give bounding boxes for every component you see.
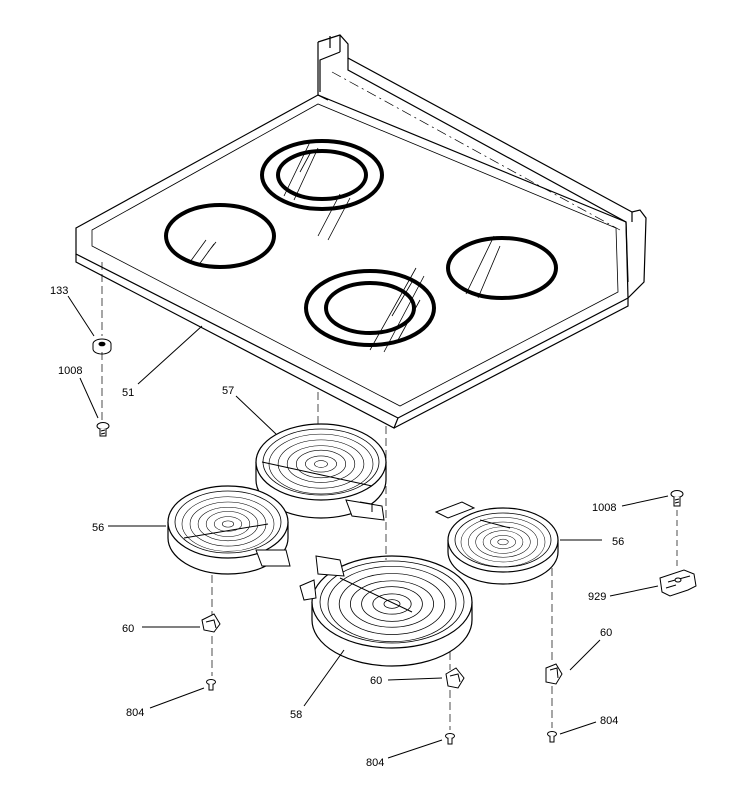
callout-1008-left: 1008 [58,365,82,377]
part-60-clip-right [545,663,563,685]
callout-56-left: 56 [92,522,104,534]
part-804-screw-center [445,733,455,745]
part-804-screw-right [547,731,557,743]
burner-56-left-element [167,485,291,575]
burner-56-right-element [434,501,559,585]
callout-804-left: 804 [126,707,144,719]
callout-60-right: 60 [600,627,612,639]
callout-58: 58 [290,709,302,721]
callout-56-right: 56 [612,536,624,548]
ring-left-rear [164,203,276,269]
burner-58-element [299,555,473,667]
callout-804-center: 804 [366,757,384,769]
callout-60-left: 60 [122,623,134,635]
callout-60-center: 60 [370,675,382,687]
callout-57: 57 [222,385,234,397]
callout-804-right: 804 [600,715,618,727]
part-804-screw-left [206,679,216,691]
ring-center-front-outer [304,269,436,347]
part-60-clip-center [445,667,465,689]
part-60-clip-left [201,613,221,633]
part-1008-screw-right [670,490,684,507]
ring-center-rear-inner [276,149,368,201]
ring-center-front-inner [324,281,416,335]
leader-lines [67,295,669,759]
callout-51: 51 [122,387,134,399]
callout-1008-right: 1008 [592,502,616,514]
part-133-nut [92,338,112,355]
ring-right-front [446,236,558,300]
cooktop-glass-top [75,34,647,429]
ring-center-rear-outer [260,139,384,211]
glass-reflections [189,141,501,353]
callout-133: 133 [50,285,68,297]
cooktop-burner-rings [164,139,558,347]
part-1008-screw-left [96,422,110,437]
part-929-bracket [659,569,697,597]
callout-929: 929 [588,591,606,603]
